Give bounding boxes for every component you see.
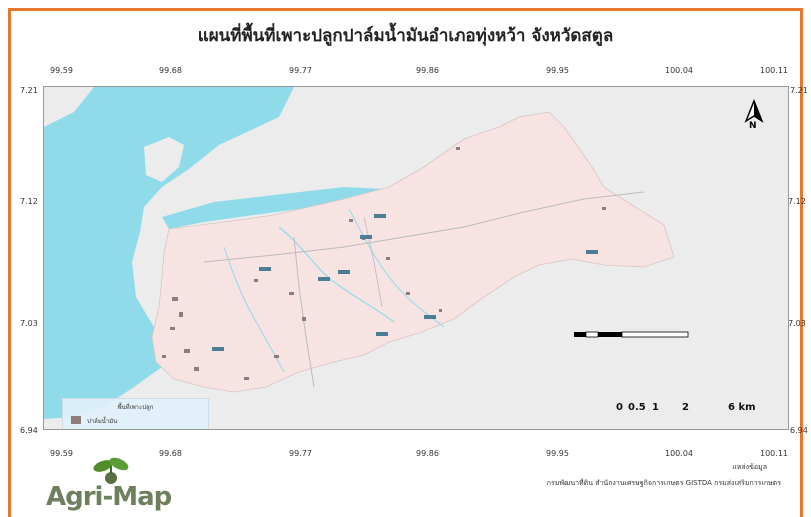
y-tick-right: 7.21 (790, 86, 808, 95)
scale-label: 0.5 (628, 402, 646, 413)
source-text: กรมพัฒนาที่ดิน สำนักงานเศรษฐกิจการเกษตร … (546, 479, 781, 487)
y-tick-left: 7.21 (20, 86, 38, 95)
river (278, 226, 395, 323)
river (348, 208, 445, 328)
x-tick-bottom: 99.77 (289, 449, 312, 458)
scale-label: 0 (616, 402, 623, 413)
scale-label: 1 (652, 402, 659, 413)
x-tick-top: 99.77 (289, 66, 312, 75)
y-tick-right: 7.12 (788, 197, 806, 206)
x-tick-bottom: 99.59 (50, 449, 73, 458)
scale-labels: 0 0.5 1 2 6 km (616, 402, 776, 414)
island (144, 137, 184, 182)
sea (44, 87, 294, 419)
x-tick-top: 99.95 (546, 66, 569, 75)
scale-label: 6 km (728, 402, 756, 413)
legend-title: พื้นที่เพาะปลูก (117, 404, 154, 411)
y-tick-left: 7.03 (20, 319, 38, 328)
road (293, 236, 315, 388)
x-tick-top: 99.59 (50, 66, 73, 75)
map-graphic (44, 87, 788, 429)
north-arrow: N (741, 99, 767, 133)
x-tick-bottom: 99.95 (546, 449, 569, 458)
district-area (151, 111, 675, 393)
plantation-patches (162, 147, 606, 380)
headland (44, 87, 94, 127)
scale-bar-segments (574, 331, 689, 338)
map-canvas[interactable]: พื้นที่เพาะปลูก ปาล์มน้ำมัน 0 0.5 1 2 6 … (43, 86, 789, 430)
x-tick-top: 100.11 (760, 66, 788, 75)
map-title: แผนที่พื้นที่เพาะปลูกปาล์มน้ำมันอำเภอทุ่… (197, 26, 614, 46)
legend-swatch (71, 416, 81, 424)
x-tick-bottom: 99.86 (416, 449, 439, 458)
y-tick-left: 7.12 (20, 197, 38, 206)
north-arrow-icon (744, 99, 764, 123)
y-tick-left: 6.94 (20, 426, 38, 435)
x-tick-top: 99.68 (159, 66, 182, 75)
x-tick-bottom: 100.11 (760, 449, 788, 458)
north-label: N (749, 121, 757, 131)
x-tick-top: 100.04 (665, 66, 693, 75)
source-title: แหล่งข้อมูล (732, 463, 767, 471)
sprout-icon (93, 457, 129, 484)
legend-label: ปาล์มน้ำมัน (87, 418, 118, 425)
legend: พื้นที่เพาะปลูก ปาล์มน้ำมัน (62, 398, 209, 429)
road (203, 191, 645, 263)
x-tick-bottom: 99.68 (159, 449, 182, 458)
sea-inlet (162, 187, 384, 229)
y-tick-right: 7.03 (788, 319, 806, 328)
x-tick-bottom: 100.04 (665, 449, 693, 458)
place-markers (212, 214, 598, 351)
agri-map-logo: Agri-Map (46, 456, 186, 514)
road (363, 216, 383, 308)
x-tick-top: 99.86 (416, 66, 439, 75)
logo-text: Agri-Map (46, 482, 172, 512)
scale-label: 2 (682, 402, 689, 413)
y-tick-right: 6.94 (790, 426, 808, 435)
